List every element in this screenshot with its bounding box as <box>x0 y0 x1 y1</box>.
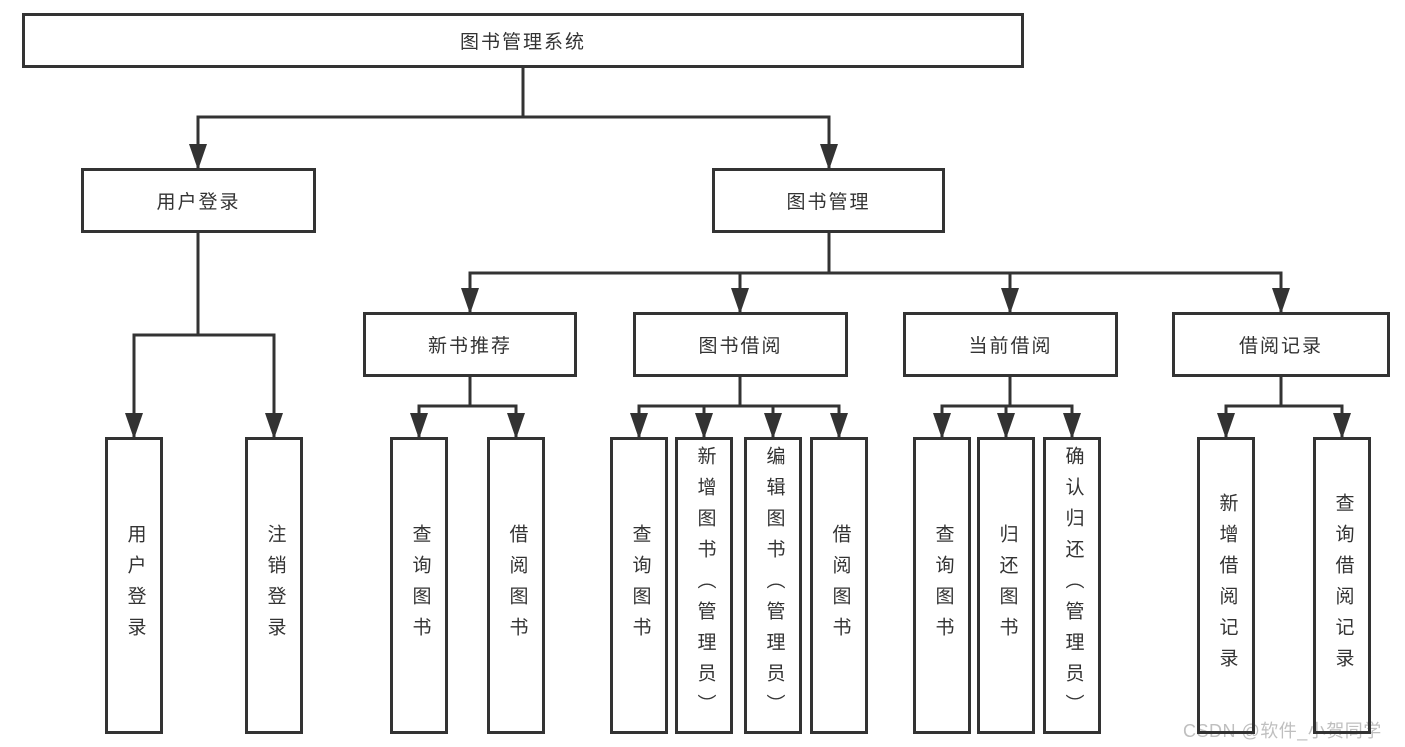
leaf-current-return-books: 归还图书 <box>977 437 1035 734</box>
leaf-borrowing-borrow-books: 借阅图书 <box>810 437 868 734</box>
leaf-current-confirm-return-admin: 确认归还（管理员） <box>1043 437 1101 734</box>
connector-lines <box>132 68 1344 438</box>
leaf-label: 新增借阅记录 <box>1216 492 1238 679</box>
node-label: 新书推荐 <box>427 336 512 357</box>
node-label: 借阅记录 <box>1238 336 1323 357</box>
leaf-borrowing-query-books: 查询图书 <box>610 437 668 734</box>
leaf-label: 编辑图书（管理员） <box>763 446 785 725</box>
leaf-label: 确认归还（管理员） <box>1062 446 1084 725</box>
node-label: 图书管理 <box>786 192 871 213</box>
csdn-watermark: CSDN @软件_小贺同学 <box>1183 721 1382 741</box>
node-label: 用户登录 <box>156 192 241 213</box>
node-library-management-system: 图书管理系统 <box>22 13 1024 68</box>
node-book-management: 图书管理 <box>712 168 945 233</box>
leaf-label: 用户登录 <box>124 523 146 648</box>
leaf-label: 查询图书 <box>932 523 954 648</box>
node-new-book-recommendation: 新书推荐 <box>363 312 577 377</box>
leaf-label: 查询借阅记录 <box>1332 492 1354 679</box>
leaf-borrowing-edit-books-admin: 编辑图书（管理员） <box>744 437 802 734</box>
leaf-label: 借阅图书 <box>829 523 851 648</box>
leaf-label: 查询图书 <box>409 523 431 648</box>
leaf-label: 借阅图书 <box>506 523 528 648</box>
leaf-records-add-borrow-record: 新增借阅记录 <box>1197 437 1255 734</box>
node-user-login: 用户登录 <box>81 168 316 233</box>
leaf-recommend-borrow-books: 借阅图书 <box>487 437 545 734</box>
leaf-borrowing-add-books-admin: 新增图书（管理员） <box>675 437 733 734</box>
node-current-borrowing: 当前借阅 <box>903 312 1118 377</box>
leaf-current-query-books: 查询图书 <box>913 437 971 734</box>
leaf-recommend-query-books: 查询图书 <box>390 437 448 734</box>
leaf-label: 注销登录 <box>264 523 286 648</box>
leaf-logout: 注销登录 <box>245 437 303 734</box>
leaf-label: 查询图书 <box>629 523 651 648</box>
node-label: 图书借阅 <box>698 336 783 357</box>
leaf-records-query-borrow-record: 查询借阅记录 <box>1313 437 1371 734</box>
leaf-label: 新增图书（管理员） <box>694 446 716 725</box>
leaf-label: 归还图书 <box>996 523 1018 648</box>
leaf-user-login: 用户登录 <box>105 437 163 734</box>
node-label: 当前借阅 <box>968 336 1053 357</box>
node-borrowing-records: 借阅记录 <box>1172 312 1390 377</box>
node-book-borrowing: 图书借阅 <box>633 312 848 377</box>
node-label: 图书管理系统 <box>459 32 586 53</box>
